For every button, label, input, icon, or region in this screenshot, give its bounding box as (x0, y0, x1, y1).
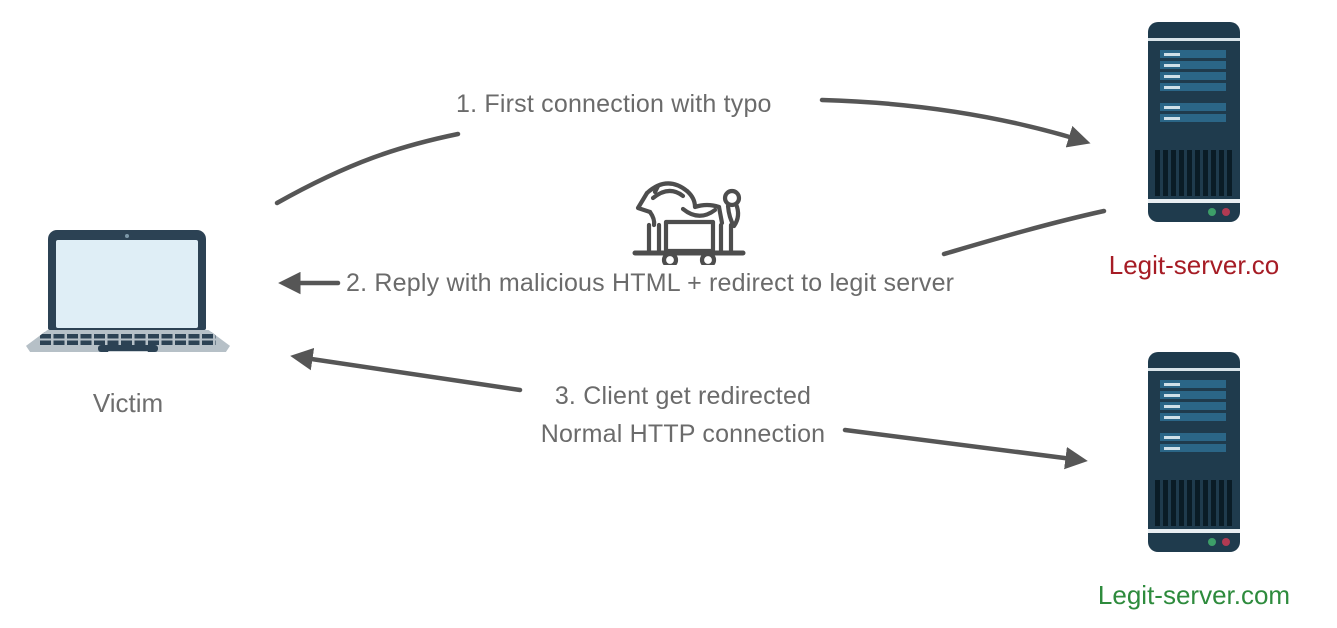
arrow-step2-right-segment (941, 208, 1107, 257)
power-led-green (1208, 538, 1216, 546)
typosquat-server-node (1148, 22, 1240, 222)
victim-label: Victim (92, 388, 164, 418)
step3-label-line2: Normal HTTP connection (540, 420, 826, 448)
legit-server-node (1148, 352, 1240, 552)
status-led-red (1222, 538, 1230, 546)
step3-label: 3. Client get redirected Normal HTTP con… (453, 377, 913, 453)
legit-server-label: Legit-server.com (1097, 580, 1291, 610)
power-led-green (1208, 208, 1216, 216)
status-led-red (1222, 208, 1230, 216)
arrow-step1-right-segment (819, 97, 1091, 148)
trojan-horse-icon (632, 181, 746, 265)
victim-node (26, 228, 230, 354)
step3-label-line1: 3. Client get redirected (554, 382, 812, 410)
arrow-step1-left-segment (274, 131, 461, 206)
step1-label: 1. First connection with typo (456, 90, 772, 118)
step2-label: 2. Reply with malicious HTML + redirect … (346, 269, 955, 297)
typosquat-server-label: Legit-server.co (1108, 250, 1280, 280)
